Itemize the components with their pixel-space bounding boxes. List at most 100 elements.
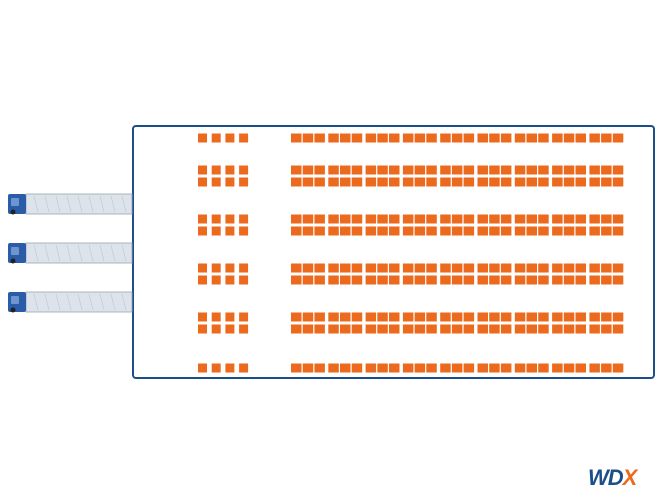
pallet-cell: [211, 324, 221, 334]
pallet-cell: [451, 275, 463, 285]
pallet-cell: [514, 312, 526, 322]
pallet-cell: [426, 214, 437, 224]
pallet-cell: [563, 165, 575, 175]
trailer-rib: [66, 195, 72, 213]
pallet-cell: [239, 177, 249, 187]
pallet-cell: [198, 263, 207, 273]
pallet-cell: [612, 177, 624, 187]
pallet-cell: [563, 177, 575, 187]
pallet-cell: [440, 214, 451, 224]
pallet-cell: [402, 363, 414, 373]
pallet-cell: [601, 363, 612, 373]
trailer-rib: [99, 244, 105, 262]
trailer-rib: [55, 195, 61, 213]
pallet-cell: [526, 363, 537, 373]
trailer-rib: [110, 195, 116, 213]
pallet-cell: [575, 363, 586, 373]
pallet-cell: [340, 312, 351, 322]
pallet-cell: [402, 312, 414, 322]
trailer-rib: [121, 244, 127, 262]
cab-wheel: [10, 307, 16, 313]
pallet-cell: [575, 177, 586, 187]
pallet-cell: [291, 133, 302, 143]
pallet-cell: [239, 312, 249, 322]
pallet-cell: [198, 312, 207, 322]
pallet-cell: [612, 312, 624, 322]
pallet-cell: [563, 133, 575, 143]
pallet-cell: [351, 165, 363, 175]
pallet-cell: [451, 263, 463, 273]
pallet-cell: [514, 363, 526, 373]
pallet-cell: [500, 324, 512, 334]
pallet-cell: [612, 263, 624, 273]
pallet-cell: [601, 275, 612, 285]
pallet-cell: [402, 133, 414, 143]
pallet-cell: [514, 177, 526, 187]
pallet-cell: [451, 324, 463, 334]
pallet-cell: [198, 177, 207, 187]
pallet-cell: [291, 363, 302, 373]
pallet-cell: [198, 133, 207, 143]
pallet-cell: [402, 214, 414, 224]
pallet-cell: [389, 324, 400, 334]
pallet-cell: [377, 165, 388, 175]
pallet-cell: [589, 312, 600, 322]
pallet-cell: [340, 133, 351, 143]
pallet-cell: [589, 226, 600, 236]
trailer-truck: [8, 242, 133, 264]
pallet-cell: [211, 165, 221, 175]
pallet-cell: [575, 324, 586, 334]
pallet-cell: [302, 312, 314, 322]
pallet-cell: [225, 226, 235, 236]
trailer-truck: [8, 291, 133, 313]
pallet-cell: [365, 263, 377, 273]
pallet-cell: [538, 214, 549, 224]
dock-trailers: [8, 193, 133, 313]
pallet-cell: [340, 363, 351, 373]
pallet-cell: [365, 275, 377, 285]
trailer-rib: [88, 293, 94, 311]
pallet-cell: [211, 312, 221, 322]
pallet-cell: [463, 263, 475, 273]
pallet-cell: [365, 133, 377, 143]
pallet-cell: [463, 133, 475, 143]
pallet-cell: [514, 214, 526, 224]
trailer-rib: [88, 195, 94, 213]
pallet-cell: [340, 275, 351, 285]
pallet-cell: [563, 263, 575, 273]
pallet-cell: [500, 263, 512, 273]
pallet-cell: [489, 226, 500, 236]
pallet-cell: [538, 133, 549, 143]
pallet-cell: [402, 324, 414, 334]
pallet-cell: [477, 133, 488, 143]
pallet-cell: [414, 275, 426, 285]
pallet-cell: [225, 165, 235, 175]
pallet-cell: [377, 324, 388, 334]
pallet-cell: [601, 324, 612, 334]
pallet-cell: [377, 226, 388, 236]
pallet-cell: [198, 226, 207, 236]
pallet-cell: [314, 312, 325, 322]
pallet-cell: [500, 133, 512, 143]
pallet-cell: [612, 165, 624, 175]
pallet-cell: [414, 312, 426, 322]
pallet-cell: [389, 214, 400, 224]
trailer-rib: [33, 293, 39, 311]
pallet-cell: [575, 275, 586, 285]
pallet-cell: [526, 312, 537, 322]
trailer-rib: [121, 195, 127, 213]
trailer-rib: [99, 195, 105, 213]
pallet-cell: [552, 133, 563, 143]
pallet-cell: [302, 275, 314, 285]
pallet-cell: [514, 324, 526, 334]
trailer-rib: [33, 195, 39, 213]
pallet-cell: [612, 133, 624, 143]
pallet-cell: [463, 226, 475, 236]
trailer-rib: [88, 244, 94, 262]
logo-text-accent: X: [622, 465, 638, 490]
pallet-cell: [538, 165, 549, 175]
trailer-rib: [66, 244, 72, 262]
pallet-cell: [328, 312, 339, 322]
pallet-cell: [563, 226, 575, 236]
pallet-cell: [328, 226, 339, 236]
